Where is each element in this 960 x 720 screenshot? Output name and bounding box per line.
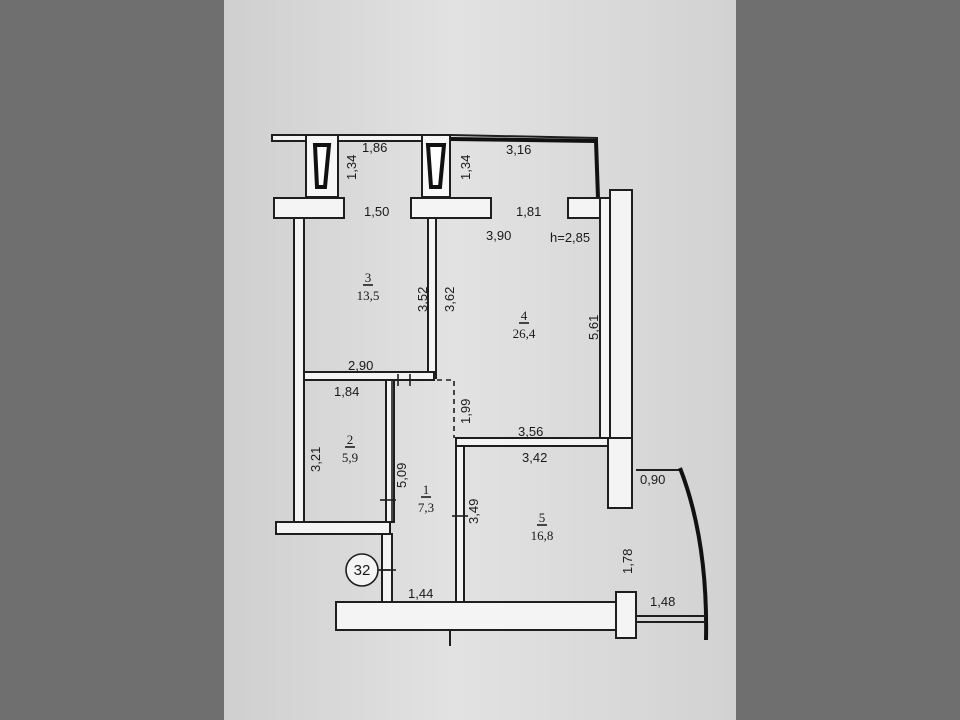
dim-room4-bottom: 3,56 bbox=[518, 424, 543, 439]
dimension-labels: 1,86 3,16 1,34 1,34 1,50 1,81 3,90 h=2,8… bbox=[308, 140, 675, 609]
dim-duct-right: 1,34 bbox=[458, 155, 473, 180]
room-5-number: 5 bbox=[539, 510, 546, 525]
dim-room1-upper-right: 1,99 bbox=[458, 399, 473, 424]
dim-room2-top: 1,84 bbox=[334, 384, 359, 399]
room-3-label: 3 13,5 bbox=[357, 270, 380, 303]
dim-room3-right: 3,52 bbox=[415, 287, 430, 312]
dim-room3-top: 1,50 bbox=[364, 204, 389, 219]
paper-sheet bbox=[224, 0, 736, 720]
room-1-number: 1 bbox=[423, 482, 430, 497]
ceiling-height: h=2,85 bbox=[550, 230, 590, 245]
dim-room3-bottom: 2,90 bbox=[348, 358, 373, 373]
dim-balcony-side: 1,78 bbox=[620, 549, 635, 574]
dim-room4-right: 5,61 bbox=[586, 315, 601, 340]
room-5-label: 5 16,8 bbox=[531, 510, 554, 543]
dim-room1-bottom: 1,44 bbox=[408, 586, 433, 601]
room-3-number: 3 bbox=[365, 270, 372, 285]
dim-room4-left: 3,62 bbox=[442, 287, 457, 312]
room-1-area: 7,3 bbox=[418, 500, 434, 515]
dim-room4-inner: 3,90 bbox=[486, 228, 511, 243]
walls bbox=[271, 134, 709, 646]
room-1-label: 1 7,3 bbox=[418, 482, 434, 515]
dim-room5-top: 3,42 bbox=[522, 450, 547, 465]
dim-room2-left: 3,21 bbox=[308, 447, 323, 472]
apartment-number: 32 bbox=[354, 562, 371, 579]
room-4-number: 4 bbox=[521, 308, 528, 323]
room-2-area: 5,9 bbox=[342, 450, 358, 465]
room-2-number: 2 bbox=[347, 432, 354, 447]
room-4-label: 4 26,4 bbox=[513, 308, 536, 341]
dim-duct-left: 1,34 bbox=[344, 155, 359, 180]
ventilation-duct-left bbox=[305, 134, 339, 198]
room-5-area: 16,8 bbox=[531, 528, 554, 543]
room-4-area: 26,4 bbox=[513, 326, 536, 341]
dim-room5-left: 3,49 bbox=[466, 499, 481, 524]
room-2-label: 2 5,9 bbox=[342, 432, 358, 465]
room-3-area: 13,5 bbox=[357, 288, 380, 303]
ventilation-duct-right bbox=[421, 134, 451, 198]
dim-room4-top: 1,81 bbox=[516, 204, 541, 219]
apartment-number-badge: 32 bbox=[345, 553, 390, 587]
dim-room1-left: 5,09 bbox=[394, 463, 409, 488]
dim-balcony-bottom: 1,48 bbox=[650, 594, 675, 609]
dim-top-left: 1,86 bbox=[362, 140, 387, 155]
dim-balcony-top: 0,90 bbox=[640, 472, 665, 487]
dim-top-right: 3,16 bbox=[506, 142, 531, 157]
